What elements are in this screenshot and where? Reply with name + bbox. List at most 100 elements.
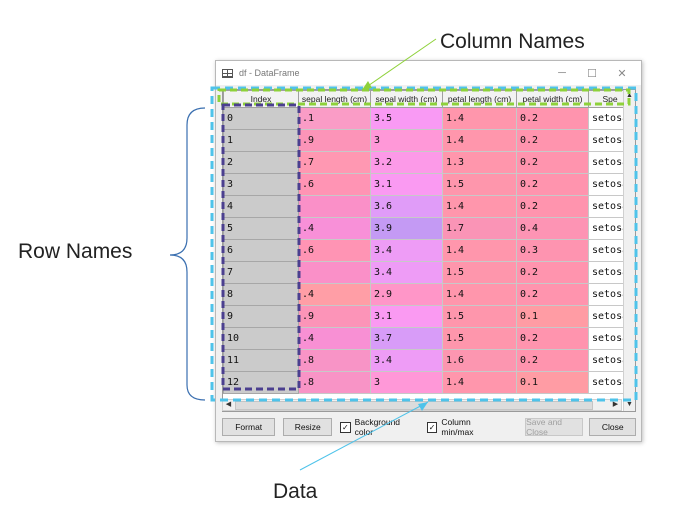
close-button[interactable]: Close <box>589 418 636 436</box>
vertical-scrollbar[interactable]: ▲ ▼ <box>623 90 635 411</box>
sepal-length-cell[interactable] <box>298 195 371 218</box>
sepal-length-cell[interactable]: .8 <box>298 349 371 372</box>
row-index-cell[interactable]: 8 <box>223 283 299 306</box>
petal-length-cell[interactable]: 1.4 <box>442 283 517 306</box>
sepal-length-cell[interactable]: .4 <box>298 283 371 306</box>
row-index-cell[interactable]: 3 <box>223 173 299 196</box>
background-color-checkbox[interactable]: ✓ Background color <box>339 417 419 437</box>
sepal-length-cell[interactable]: .4 <box>298 327 371 350</box>
sepal-length-cell[interactable]: .1 <box>298 107 371 130</box>
petal-width-cell[interactable]: 0.2 <box>516 327 589 350</box>
sepal-width-cell[interactable]: 3 <box>370 371 443 394</box>
petal-length-cell[interactable]: 1.3 <box>442 151 517 174</box>
petal-length-cell[interactable]: 1.5 <box>442 173 517 196</box>
scroll-left-icon[interactable]: ◀ <box>225 401 232 408</box>
petal-width-cell[interactable]: 0.1 <box>516 371 589 394</box>
petal-length-cell[interactable]: 1.4 <box>442 107 517 130</box>
petal-width-cell[interactable]: 0.3 <box>516 239 589 262</box>
sepal-width-cell[interactable]: 3.1 <box>370 305 443 328</box>
scroll-up-icon[interactable]: ▲ <box>626 92 633 99</box>
petal-width-cell[interactable]: 0.1 <box>516 305 589 328</box>
sepal-width-cell[interactable]: 3.1 <box>370 173 443 196</box>
petal-width-cell[interactable]: 0.2 <box>516 129 589 152</box>
horizontal-scroll-thumb[interactable] <box>235 401 593 410</box>
petal-length-cell[interactable]: 1.5 <box>442 305 517 328</box>
row-index-cell[interactable]: 12 <box>223 371 299 394</box>
format-button[interactable]: Format <box>222 418 276 436</box>
petal-width-cell[interactable]: 0.2 <box>516 107 589 130</box>
column-header[interactable]: sepal length (cm) <box>298 90 371 108</box>
scroll-down-icon[interactable]: ▼ <box>626 401 633 408</box>
data-grid[interactable]: Index sepal length (cm) sepal width (cm)… <box>222 89 636 412</box>
window-title: df - DataFrame <box>239 68 300 78</box>
close-icon[interactable]: ✕ <box>617 67 627 80</box>
petal-length-cell[interactable]: 1.4 <box>442 371 517 394</box>
row-index-cell[interactable]: 2 <box>223 151 299 174</box>
petal-width-cell[interactable]: 0.2 <box>516 349 589 372</box>
sepal-length-cell[interactable]: .6 <box>298 173 371 196</box>
table-icon <box>222 68 233 78</box>
row-index-cell[interactable]: 7 <box>223 261 299 284</box>
sepal-length-cell[interactable]: .9 <box>298 129 371 152</box>
petal-length-cell[interactable]: 1.4 <box>442 239 517 262</box>
sepal-length-cell[interactable] <box>298 261 371 284</box>
row-index-cell[interactable]: 1 <box>223 129 299 152</box>
petal-width-cell[interactable]: 0.2 <box>516 195 589 218</box>
maximize-icon[interactable]: ☐ <box>587 67 597 80</box>
scroll-right-icon[interactable]: ▶ <box>612 401 619 408</box>
sepal-width-cell[interactable]: 3.9 <box>370 217 443 240</box>
petal-length-cell[interactable]: 1.4 <box>442 129 517 152</box>
sepal-length-cell[interactable]: .7 <box>298 151 371 174</box>
sepal-width-cell[interactable]: 3.5 <box>370 107 443 130</box>
petal-width-cell[interactable]: 0.2 <box>516 173 589 196</box>
sepal-length-cell[interactable]: .9 <box>298 305 371 328</box>
column-minmax-checkbox[interactable]: ✓ Column min/max <box>426 417 503 437</box>
row-index-cell[interactable]: 5 <box>223 217 299 240</box>
sepal-width-cell[interactable]: 2.9 <box>370 283 443 306</box>
column-minmax-label: Column min/max <box>441 417 474 437</box>
row-index-cell[interactable]: 11 <box>223 349 299 372</box>
horizontal-scrollbar[interactable]: ◀ ▶ <box>222 399 622 411</box>
sepal-width-cell[interactable]: 3.4 <box>370 349 443 372</box>
column-header[interactable]: petal length (cm) <box>442 90 517 108</box>
sepal-width-cell[interactable]: 3.2 <box>370 151 443 174</box>
row-index-cell[interactable]: 10 <box>223 327 299 350</box>
index-header[interactable]: Index <box>223 90 299 108</box>
sepal-length-cell[interactable]: .4 <box>298 217 371 240</box>
save-and-close-button[interactable]: Save and Close <box>525 417 584 437</box>
minimize-icon[interactable]: ─ <box>558 67 566 79</box>
sepal-width-cell[interactable]: 3.6 <box>370 195 443 218</box>
sepal-width-cell[interactable]: 3 <box>370 129 443 152</box>
petal-width-cell[interactable]: 0.2 <box>516 261 589 284</box>
column-header[interactable]: petal width (cm) <box>516 90 589 108</box>
button-bar: Format Resize ✓ Background color ✓ Colum… <box>222 416 636 438</box>
sepal-width-cell[interactable]: 3.4 <box>370 239 443 262</box>
column-header[interactable]: sepal width (cm) <box>370 90 443 108</box>
resize-button[interactable]: Resize <box>283 418 332 436</box>
sepal-width-cell[interactable]: 3.4 <box>370 261 443 284</box>
petal-length-cell[interactable]: 1.7 <box>442 217 517 240</box>
petal-length-cell[interactable]: 1.6 <box>442 349 517 372</box>
petal-width-cell[interactable]: 0.2 <box>516 283 589 306</box>
sepal-length-cell[interactable]: .8 <box>298 371 371 394</box>
row-index-cell[interactable]: 4 <box>223 195 299 218</box>
petal-width-cell[interactable]: 0.4 <box>516 217 589 240</box>
background-color-label: Background color <box>354 417 401 437</box>
petal-length-cell[interactable]: 1.5 <box>442 327 517 350</box>
sepal-width-cell[interactable]: 3.7 <box>370 327 443 350</box>
row-index-cell[interactable]: 9 <box>223 305 299 328</box>
sepal-length-cell[interactable]: .6 <box>298 239 371 262</box>
petal-length-cell[interactable]: 1.4 <box>442 195 517 218</box>
petal-width-cell[interactable]: 0.2 <box>516 151 589 174</box>
row-index-cell[interactable]: 6 <box>223 239 299 262</box>
petal-length-cell[interactable]: 1.5 <box>442 261 517 284</box>
row-index-cell[interactable]: 0 <box>223 107 299 130</box>
